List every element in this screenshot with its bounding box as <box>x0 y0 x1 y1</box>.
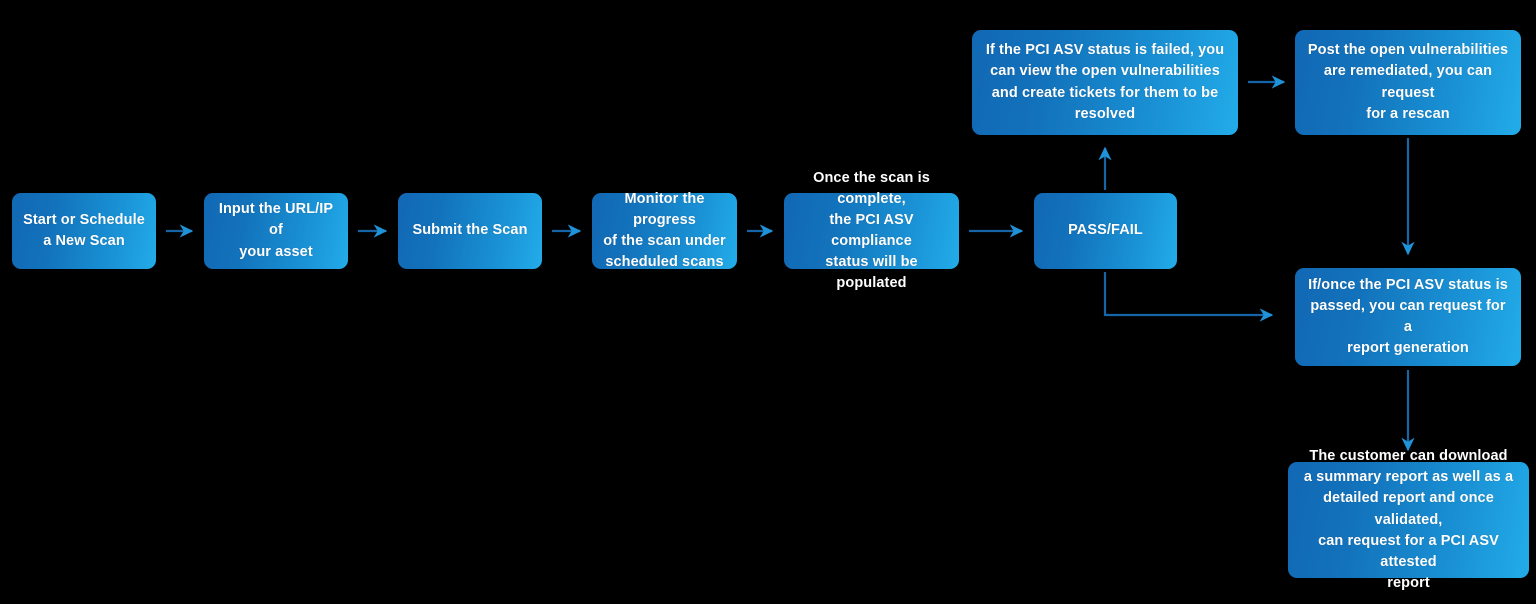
flow-node-start-or-schedule-a-new-scan[interactable]: Start or Schedule a New Scan <box>12 193 156 269</box>
flow-node-label: Monitor the progress of the scan under s… <box>603 190 726 271</box>
flow-node-label: Post the open vulnerabilities are remedi… <box>1307 42 1509 122</box>
flow-node-label: If the PCI ASV status is failed, you can… <box>985 42 1225 122</box>
flow-node-if-once-the-pci-asv-status-is-passed[interactable]: If/once the PCI ASV status is passed, yo… <box>1295 268 1521 366</box>
flow-node-label: The customer can download a summary repo… <box>1303 448 1514 591</box>
flow-node-pass-fail[interactable]: PASS/FAIL <box>1034 193 1177 269</box>
flow-node-if-the-pci-asv-status-is-failed[interactable]: If the PCI ASV status is failed, you can… <box>972 30 1238 135</box>
flow-node-monitor-the-progress-of-the-scan[interactable]: Monitor the progress of the scan under s… <box>592 191 737 270</box>
flow-node-once-the-scan-is-complete[interactable]: Once the scan is complete, the PCI ASV c… <box>784 170 959 291</box>
flow-node-label: Submit the Scan <box>412 222 528 239</box>
flow-node-label: Start or Schedule a New Scan <box>23 211 145 249</box>
flow-node-label: PASS/FAIL <box>1068 222 1143 239</box>
flow-node-submit-the-scan[interactable]: Submit the Scan <box>398 193 542 269</box>
flow-node-the-customer-can-download-reports[interactable]: The customer can download a summary repo… <box>1288 448 1529 591</box>
flow-node-label: Once the scan is complete, the PCI ASV c… <box>813 169 930 292</box>
flow-node-input-the-url-ip-of-your-asset[interactable]: Input the URL/IP of your asset <box>204 193 348 269</box>
flow-edge-passfail-to-passed <box>1103 272 1274 322</box>
flow-node-post-the-open-vulnerabilities-remediated[interactable]: Post the open vulnerabilities are remedi… <box>1295 30 1521 135</box>
flow-node-label: Input the URL/IP of your asset <box>218 201 334 260</box>
flow-node-label: If/once the PCI ASV status is passed, yo… <box>1308 276 1508 357</box>
